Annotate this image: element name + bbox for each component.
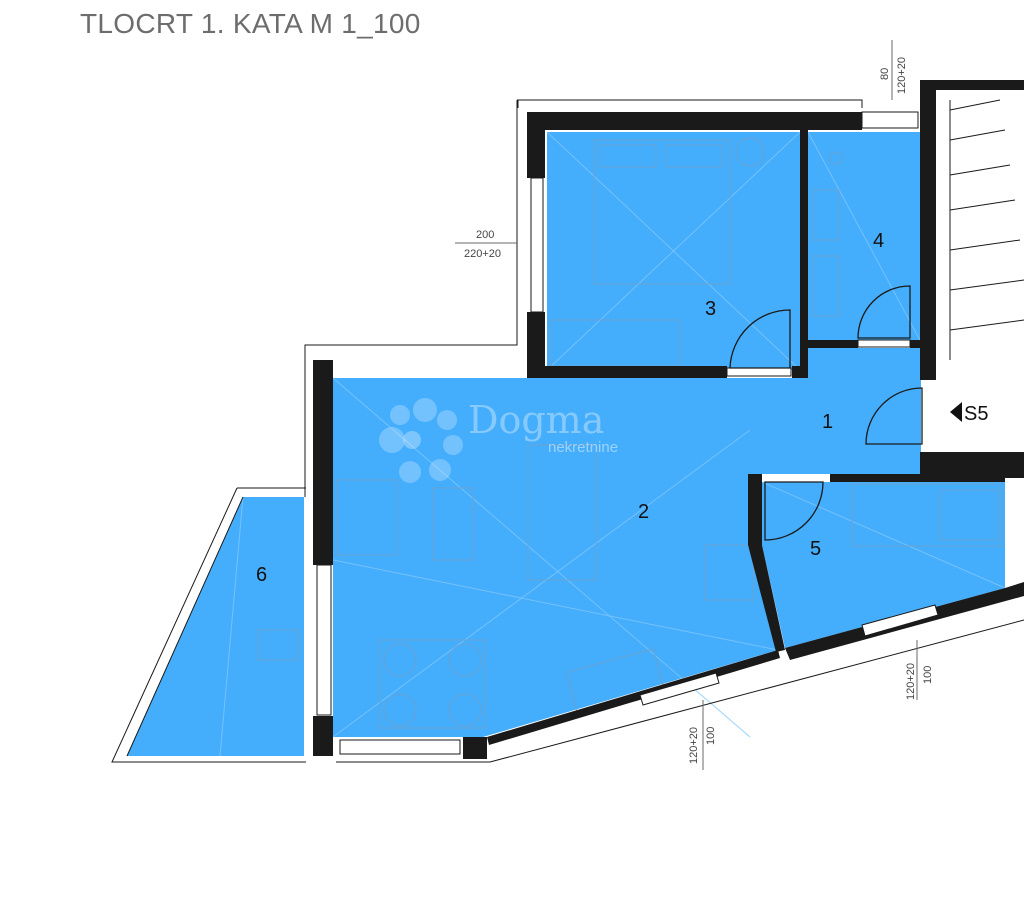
svg-text:100: 100 bbox=[922, 666, 934, 684]
windows bbox=[316, 111, 939, 755]
room-1-label: 1 bbox=[822, 411, 833, 433]
doors bbox=[729, 285, 923, 541]
walls bbox=[111, 80, 1024, 763]
door-swing-icon bbox=[857, 285, 911, 339]
dimension-left: 200 220+20 bbox=[455, 229, 517, 260]
watermark-logo-icon bbox=[379, 398, 463, 483]
room-3-label: 3 bbox=[705, 298, 716, 320]
section-marker-label: S5 bbox=[964, 403, 988, 425]
room-6-label: 6 bbox=[256, 564, 267, 586]
door-swing-icon bbox=[729, 309, 791, 369]
furniture bbox=[257, 137, 1003, 729]
room-6-fill[interactable] bbox=[127, 497, 304, 756]
dimension-top: 80 120+20 bbox=[879, 40, 908, 100]
room-2-label: 2 bbox=[638, 501, 649, 523]
svg-text:80: 80 bbox=[879, 68, 891, 80]
plan-title: TLOCRT 1. KATA M 1_100 bbox=[80, 8, 421, 39]
room-5-fill[interactable] bbox=[762, 482, 1005, 648]
diagonal-hatching bbox=[219, 131, 1006, 757]
room-5-label: 5 bbox=[810, 538, 821, 560]
room-1-fill[interactable] bbox=[750, 348, 921, 474]
room-2-fill[interactable] bbox=[333, 378, 778, 737]
door-swing-icon bbox=[764, 481, 824, 541]
svg-text:100: 100 bbox=[705, 727, 717, 745]
svg-text:120+20: 120+20 bbox=[905, 663, 917, 700]
dimension-right: 100 120+20 bbox=[905, 640, 934, 700]
svg-text:120+20: 120+20 bbox=[688, 727, 700, 764]
svg-text:220+20: 220+20 bbox=[464, 248, 501, 260]
watermark-subtitle: nekretnine bbox=[548, 439, 618, 456]
section-arrow-icon bbox=[950, 402, 962, 422]
door-swing-icon bbox=[865, 387, 923, 445]
dimension-bottom: 100 120+20 bbox=[688, 700, 717, 770]
watermark-brand: Dogma bbox=[468, 398, 604, 442]
room-4-label: 4 bbox=[873, 230, 884, 252]
svg-text:120+20: 120+20 bbox=[896, 57, 908, 94]
svg-text:200: 200 bbox=[476, 229, 494, 241]
